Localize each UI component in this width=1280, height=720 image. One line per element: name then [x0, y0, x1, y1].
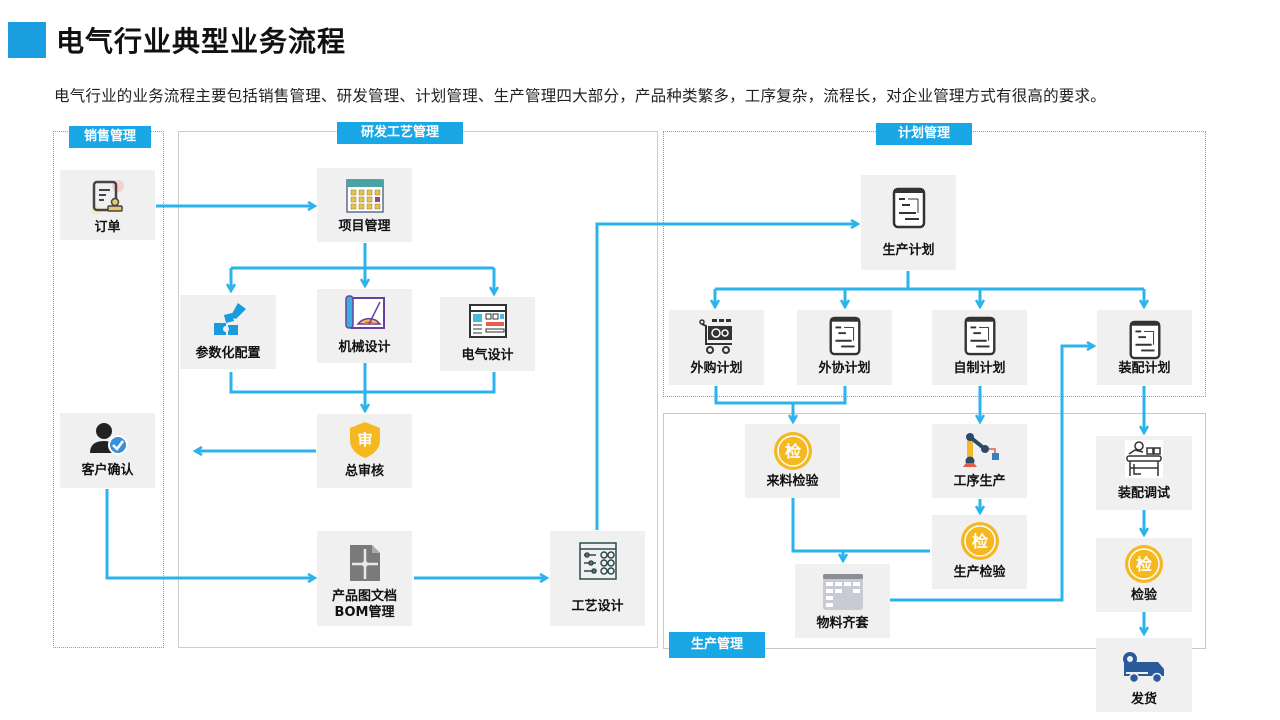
node-prod-plan-label: 生产计划 — [882, 243, 935, 258]
node-outsource-plan-label: 外协计划 — [818, 361, 871, 376]
inspect-badge-icon: 检 — [1125, 545, 1163, 583]
node-inspection-label: 检验 — [1130, 588, 1157, 603]
node-material-kitting-label: 物料齐套 — [816, 616, 869, 631]
node-shipping[interactable]: 发货 — [1096, 638, 1192, 712]
title-accent-block — [8, 22, 46, 58]
tag-rnd: 研发工艺管理 — [337, 122, 463, 144]
node-inhouse-plan[interactable]: 自制计划 — [932, 310, 1027, 385]
assembly-line-icon — [1125, 440, 1163, 478]
node-product-docs-label-1: 产品图文档 — [331, 589, 397, 604]
node-project-mgmt-label: 项目管理 — [338, 219, 391, 234]
tag-production: 生产管理 — [669, 632, 765, 658]
order-document-icon — [90, 180, 124, 215]
plan-list-icon — [892, 187, 925, 229]
review-shield-icon: 审 — [349, 422, 380, 458]
calendar-icon — [345, 179, 384, 213]
node-purchase-plan[interactable]: 外购计划 — [669, 310, 764, 385]
page-description: 电气行业的业务流程主要包括销售管理、研发管理、计划管理、生产管理四大部分，产品种… — [54, 87, 1106, 105]
table-grid-icon — [822, 574, 863, 610]
node-process-production[interactable]: 工序生产 — [932, 424, 1027, 498]
node-outsource-plan[interactable]: 外协计划 — [797, 310, 892, 385]
node-elec-design-label: 电气设计 — [461, 348, 514, 363]
node-purchase-plan-label: 外购计划 — [690, 361, 743, 376]
node-production-inspection-label: 生产检验 — [953, 565, 1006, 580]
node-order-label: 订单 — [94, 220, 121, 235]
node-prod-plan[interactable]: 生产计划 — [861, 175, 956, 270]
robot-arm-icon — [962, 433, 999, 467]
node-material-kitting[interactable]: 物料齐套 — [795, 564, 890, 638]
inspect-glyph: 检 — [784, 442, 800, 461]
plan-list-icon — [829, 316, 860, 356]
node-customer-confirm-label: 客户确认 — [81, 463, 134, 478]
delivery-truck-icon — [1123, 652, 1164, 684]
tag-planning: 计划管理 — [876, 123, 972, 145]
inspect-glyph: 检 — [971, 532, 987, 551]
node-assembly-plan[interactable]: 装配计划 — [1097, 310, 1192, 385]
shopping-cart-icon — [698, 319, 732, 354]
plan-list-icon — [964, 316, 995, 356]
document-icon — [349, 545, 380, 581]
node-final-review[interactable]: 审 总审核 — [317, 414, 412, 488]
node-inhouse-plan-label: 自制计划 — [953, 361, 1006, 376]
node-order[interactable]: 订单 — [60, 170, 155, 240]
puzzle-hand-icon — [214, 303, 246, 335]
dashboard-window-icon — [468, 304, 507, 338]
node-mech-design[interactable]: 机械设计 — [317, 289, 412, 363]
node-mech-design-label: 机械设计 — [338, 340, 391, 355]
node-param-config[interactable]: 参数化配置 — [180, 295, 276, 369]
node-param-config-label: 参数化配置 — [195, 346, 261, 361]
node-assembly-plan-label: 装配计划 — [1118, 361, 1171, 376]
node-process-design-label: 工艺设计 — [571, 599, 624, 614]
node-product-docs-label-2: BOM管理 — [334, 605, 395, 620]
inspect-badge-icon: 检 — [773, 432, 812, 470]
blueprint-icon — [344, 295, 385, 329]
plan-list-icon — [1129, 320, 1160, 360]
node-assembly-debug[interactable]: 装配调试 — [1096, 436, 1192, 510]
node-incoming-inspection[interactable]: 检 来料检验 — [745, 424, 840, 498]
node-product-docs[interactable]: 产品图文档 BOM管理 — [317, 531, 412, 626]
node-final-review-label: 总审核 — [344, 464, 384, 479]
node-elec-design[interactable]: 电气设计 — [440, 297, 535, 371]
inspect-glyph: 检 — [1136, 555, 1152, 574]
node-customer-confirm[interactable]: 客户确认 — [60, 413, 155, 488]
node-process-design[interactable]: 工艺设计 — [550, 531, 645, 626]
node-assembly-debug-label: 装配调试 — [1117, 486, 1170, 501]
settings-panel-icon — [578, 542, 617, 580]
node-incoming-inspection-label: 来料检验 — [766, 474, 819, 489]
inspect-badge-icon: 检 — [960, 522, 999, 560]
node-shipping-label: 发货 — [1130, 692, 1157, 707]
node-production-inspection[interactable]: 检 生产检验 — [932, 515, 1027, 589]
node-inspection[interactable]: 检 检验 — [1096, 538, 1192, 612]
node-process-production-label: 工序生产 — [953, 474, 1006, 489]
review-glyph: 审 — [357, 431, 372, 449]
tag-sales: 销售管理 — [69, 126, 151, 148]
node-project-mgmt[interactable]: 项目管理 — [317, 168, 412, 242]
page-title: 电气行业典型业务流程 — [56, 25, 347, 58]
user-check-icon — [89, 423, 128, 455]
